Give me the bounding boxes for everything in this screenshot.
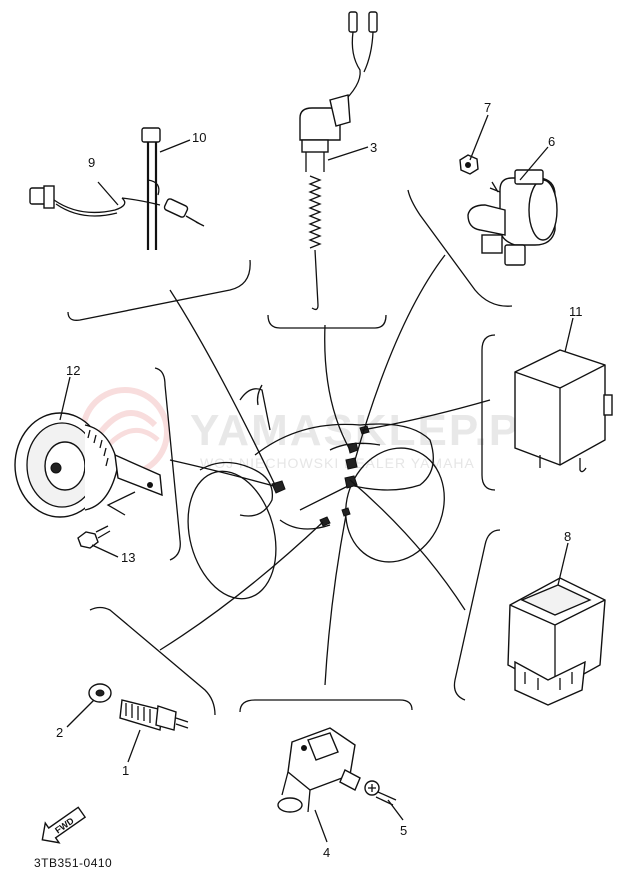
part-11-relay-box	[514, 349, 613, 473]
diagram-code: 3TB351-0410	[34, 856, 113, 870]
part-9-switch-lead	[29, 185, 205, 227]
callout-10: 10	[192, 130, 206, 145]
part-4-switch-assembly	[277, 727, 361, 813]
callout-1: 1	[122, 763, 129, 778]
part-5-screw	[364, 780, 397, 806]
group-brackets	[67, 189, 513, 716]
motorcycle-outline	[187, 384, 445, 600]
part-7-bolt	[459, 154, 479, 175]
callout-12: 12	[66, 363, 80, 378]
part-2-washer	[88, 683, 112, 703]
callout-13: 13	[121, 550, 135, 565]
part-3-sensor-cable	[299, 11, 378, 311]
callout-8: 8	[564, 529, 571, 544]
part-13-bolt	[77, 525, 111, 549]
part-12-horn	[14, 412, 163, 518]
leader-lines	[159, 254, 491, 686]
callout-9: 9	[88, 155, 95, 170]
part-6-relay	[467, 169, 558, 266]
part-8-flasher-relay	[507, 577, 606, 706]
watermark-subtext: WOJ NIECHOWSKI DEALER YAMAHA	[200, 455, 475, 471]
callout-7: 7	[484, 100, 491, 115]
part-1-switch	[119, 699, 189, 731]
fwd-arrow: FWD	[41, 806, 87, 844]
callout-3: 3	[370, 140, 377, 155]
callout-leaders	[59, 114, 574, 843]
part-10-cable-tie	[141, 127, 161, 250]
callout-numbers: 9 10 3 7 6 11 12 13 8 2 1 4 5	[56, 100, 583, 860]
callout-5: 5	[400, 823, 407, 838]
callout-2: 2	[56, 725, 63, 740]
callout-11: 11	[569, 304, 583, 319]
callout-4: 4	[323, 845, 330, 860]
callout-6: 6	[548, 134, 555, 149]
